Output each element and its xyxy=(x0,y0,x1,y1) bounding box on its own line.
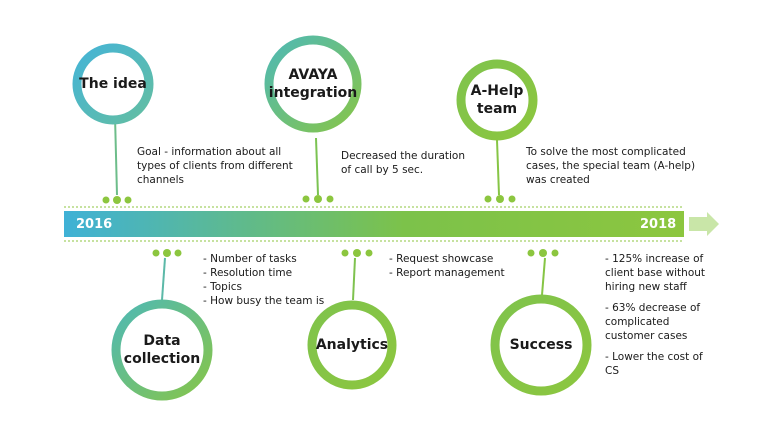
milestone-ring-analytics xyxy=(307,300,397,390)
milestone-description-a-help-team: To solve the most complicated cases, the… xyxy=(526,146,696,186)
connector-line xyxy=(114,115,118,196)
dot-group xyxy=(302,195,334,203)
milestone-description-success: - 125% increase of client base without h… xyxy=(605,253,706,377)
milestone-title-data-collection: Data collection xyxy=(123,333,201,367)
connector-line xyxy=(496,139,500,196)
dot-group xyxy=(152,249,182,257)
timeline-arrow-icon xyxy=(689,212,719,236)
dot-group xyxy=(341,249,373,257)
connector-line xyxy=(161,257,166,301)
dot-group xyxy=(527,249,559,257)
milestone-title-analytics: Analytics xyxy=(315,337,389,353)
connector-line xyxy=(541,257,546,296)
dot-group xyxy=(484,195,516,203)
timeline-bar xyxy=(64,211,684,237)
milestone-description-avaya-integration: Decreased the duration of call by 5 sec. xyxy=(341,150,465,176)
connector-line xyxy=(352,257,356,301)
start-year-label: 2016 xyxy=(76,217,113,232)
milestone-ring-data-collection xyxy=(111,299,213,401)
end-year-label: 2018 xyxy=(640,217,677,232)
milestone-description-data-collection: - Number of tasks - Resolution time - To… xyxy=(203,253,325,307)
milestone-description-analytics: - Request showcase - Report management xyxy=(389,253,505,279)
milestone-title-the-idea: The idea xyxy=(79,76,147,92)
milestone-description-the-idea: Goal - information about all types of cl… xyxy=(137,146,293,186)
milestone-title-success: Success xyxy=(509,337,573,353)
milestone-ring-a-help-team xyxy=(456,59,538,141)
dot-group xyxy=(102,196,132,204)
milestone-title-avaya-integration: AVAYA integration xyxy=(268,67,358,101)
milestone-title-a-help-team: A-Help team xyxy=(470,83,524,117)
milestone-ring-success xyxy=(490,294,592,396)
milestone-ring-the-idea xyxy=(72,43,154,125)
connector-line xyxy=(315,137,319,196)
milestone-ring-avaya-integration xyxy=(264,35,362,133)
